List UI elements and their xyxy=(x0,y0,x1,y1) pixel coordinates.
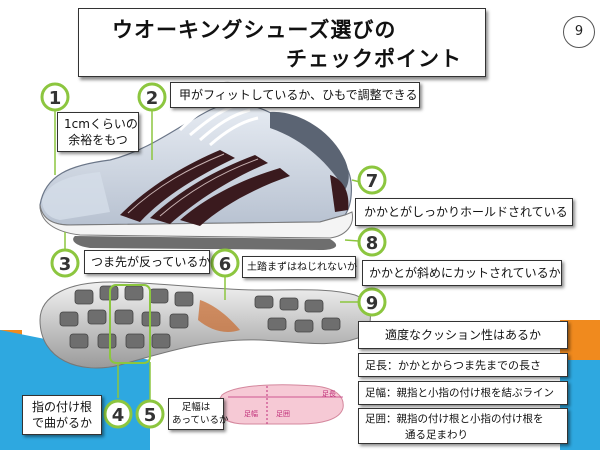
svg-text:6: 6 xyxy=(219,254,232,275)
measurement-length: 足長：かかとからつま先までの長さ xyxy=(358,353,568,377)
marker-7: 7 xyxy=(357,165,387,195)
point-3-label: つま先が反っているか xyxy=(84,250,210,274)
measurement-girth: 足囲：親指の付け根と小指の付け根を 通る足まわり xyxy=(358,408,568,444)
point-4-label: 指の付け根 で曲がるか xyxy=(22,395,102,435)
marker-9: 9 xyxy=(357,287,387,317)
point-5-label: 足幅は あっているか xyxy=(168,398,229,430)
point-6-label: 土踏まずはねじれないか xyxy=(242,256,357,278)
point-2-label: 甲がフィットしているか、ひもで調整できる xyxy=(170,82,420,108)
marker-6: 6 xyxy=(210,248,240,278)
svg-text:5: 5 xyxy=(144,405,157,426)
foot-label-girth: 足囲 xyxy=(276,410,290,418)
title-box xyxy=(78,8,486,77)
measurement-width: 足幅：親指と小指の付け根を結ぶライン xyxy=(358,381,568,405)
point-1-label: 1cmくらいの 余裕をもつ xyxy=(57,112,139,152)
point-9-label: 適度なクッション性はあるか xyxy=(358,321,568,349)
svg-text:3: 3 xyxy=(59,254,72,275)
svg-text:2: 2 xyxy=(146,88,159,109)
svg-text:9: 9 xyxy=(366,293,379,314)
svg-text:4: 4 xyxy=(112,405,125,426)
svg-text:1: 1 xyxy=(49,88,62,109)
point-8-label: かかとが斜めにカットされているか xyxy=(362,260,562,286)
svg-text:8: 8 xyxy=(366,233,379,254)
marker-1: 1 xyxy=(40,82,70,112)
title-line-1: ウオーキングシューズ選びの xyxy=(112,18,397,42)
foot-label-width: 足幅 xyxy=(244,409,258,418)
marker-3: 3 xyxy=(50,248,80,278)
foot-label-length: 足長 xyxy=(322,390,336,398)
marker-5: 5 xyxy=(135,399,165,429)
marker-8: 8 xyxy=(357,227,387,257)
page-number-badge: 9 xyxy=(563,16,595,48)
point-7-label: かかとがしっかりホールドされている xyxy=(355,198,573,226)
marker-4: 4 xyxy=(103,399,133,429)
title-line-2: チェックポイント xyxy=(286,47,462,71)
svg-text:7: 7 xyxy=(366,171,379,192)
marker-2: 2 xyxy=(137,82,167,112)
